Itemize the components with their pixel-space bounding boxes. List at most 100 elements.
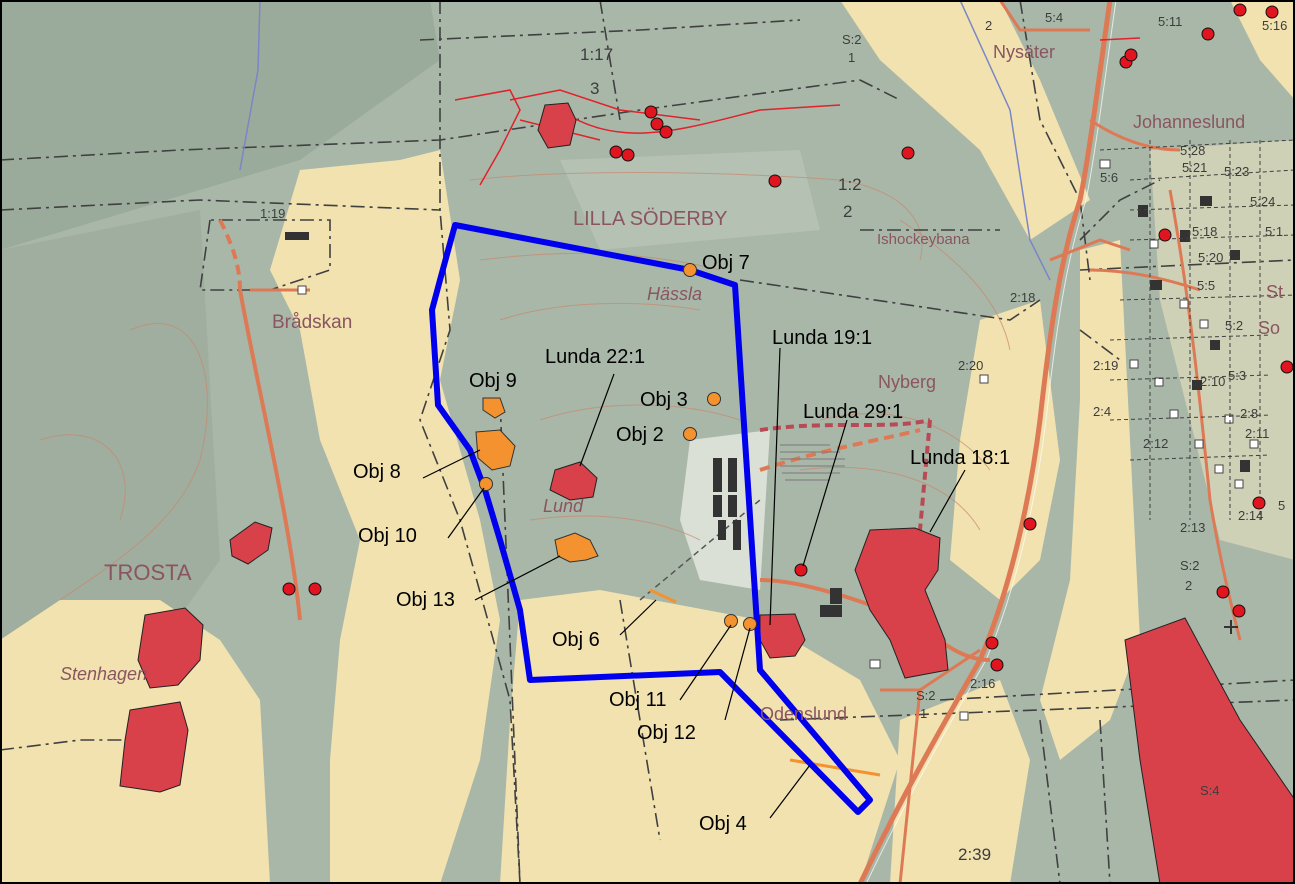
parcel-2-10: 2:10 — [1200, 374, 1225, 389]
site-southeast — [1124, 617, 1295, 884]
leader-obj12 — [724, 627, 751, 721]
label-obj4[interactable]: Obj 4 — [699, 813, 747, 835]
parcel-2-top: 2 — [985, 18, 992, 33]
label-obj11[interactable]: Obj 11 — [609, 689, 666, 711]
leader-obj6 — [619, 599, 657, 636]
field-southeast — [890, 680, 1030, 884]
leader-lunda19 — [769, 347, 781, 626]
label-obj3[interactable]: Obj 3 — [640, 389, 688, 411]
parcel-5-11: 5:11 — [1158, 14, 1182, 29]
site-stenhagen-south — [119, 701, 189, 793]
linear-features-red — [454, 37, 1141, 186]
place-bradskan: Brådskan — [272, 312, 352, 333]
parcel-5-3: 5:3 — [1228, 368, 1246, 383]
obj9-area — [482, 397, 506, 419]
label-lunda-22-1[interactable]: Lunda 22:1 — [545, 346, 645, 368]
label-obj10[interactable]: Obj 10 — [358, 525, 417, 547]
site-trosta — [229, 521, 273, 565]
parcel-5-18: 5:18 — [1192, 224, 1217, 239]
field-northeast — [840, 0, 1090, 240]
label-obj12[interactable]: Obj 12 — [637, 722, 696, 744]
place-lund: Lund — [543, 496, 584, 516]
place-nyberg: Nyberg — [878, 372, 936, 392]
parcel-3: 3 — [590, 79, 599, 98]
field-east — [1040, 240, 1140, 760]
place-so: So — [1258, 318, 1280, 338]
watercourse-line — [239, 0, 261, 171]
parcel-5-20: 5:20 — [1198, 250, 1223, 265]
parcel-s4: S:4 — [1200, 783, 1220, 798]
obj6-line — [649, 588, 677, 604]
place-ishockeybana: Ishockeybana — [877, 231, 970, 248]
parcel-5-21: 5:21 — [1182, 160, 1207, 175]
parcel-2-14: 2:14 — [1238, 508, 1263, 523]
place-hassla: Hässla — [647, 284, 702, 304]
label-obj2[interactable]: Obj 2 — [616, 424, 664, 446]
leader-lunda29 — [802, 419, 848, 567]
leader-obj8 — [422, 449, 481, 479]
forest-dark-area-west — [0, 210, 220, 720]
parcel-2-11: 2:11 — [1245, 426, 1269, 441]
label-lunda-19-1[interactable]: Lunda 19:1 — [772, 327, 872, 349]
buildings — [285, 196, 1250, 617]
site-stenhagen-north — [137, 607, 204, 689]
label-lunda-29-1[interactable]: Lunda 29:1 — [803, 401, 903, 423]
parcel-5-6: 5:6 — [1100, 170, 1118, 185]
new-objects-areas — [475, 397, 599, 563]
leader-obj10 — [447, 487, 485, 539]
place-stenhagen: Stenhagen — [60, 664, 147, 684]
parcel-5-2: 5:2 — [1225, 318, 1243, 333]
parcel-2: 2 — [843, 202, 852, 221]
study-area-boundary[interactable] — [429, 222, 873, 815]
new-objects-points — [479, 263, 757, 631]
footpath — [639, 499, 761, 601]
village-lots — [1099, 139, 1295, 520]
roads — [218, 0, 1242, 884]
place-trosta: TROSTA — [104, 560, 192, 585]
parcel-5: 5 — [1278, 498, 1285, 513]
parcel-1-19: 1:19 — [260, 206, 285, 221]
label-obj13[interactable]: Obj 13 — [396, 589, 455, 611]
label-obj6[interactable]: Obj 6 — [552, 629, 600, 651]
watercourse-line-east — [959, 0, 1051, 281]
obj7-point — [683, 263, 697, 277]
parcel-s2-top: S:2 — [842, 32, 862, 47]
church-cross-icon — [1224, 620, 1238, 634]
trail-dashed-2 — [918, 419, 932, 531]
red-points — [282, 3, 1294, 672]
parcel-2-20: 2:20 — [958, 358, 983, 373]
leader-obj4 — [769, 764, 811, 819]
obj13-area — [554, 532, 599, 563]
leader-obj13 — [474, 555, 561, 601]
leader-lines — [422, 347, 966, 819]
leader-lunda22 — [579, 373, 615, 467]
parcel-s2-bottom-1: 1 — [920, 706, 927, 721]
parcel-5-5: 5:5 — [1197, 278, 1215, 293]
field-northeast-corner — [1230, 0, 1295, 100]
label-lunda-18-1[interactable]: Lunda 18:1 — [910, 447, 1010, 469]
ancient-sites — [119, 102, 1295, 884]
parcel-1-17: 1:17 — [580, 45, 613, 64]
trail-dashed — [759, 418, 931, 432]
parcel-5-4: 5:4 — [1045, 10, 1063, 25]
label-obj8[interactable]: Obj 8 — [353, 461, 401, 483]
label-obj7[interactable]: Obj 7 — [702, 252, 750, 274]
parcel-5-28: 5:28 — [1180, 143, 1205, 158]
obj3-point — [707, 392, 721, 406]
parcel-5-1: 5:1 — [1265, 224, 1283, 239]
label-obj9[interactable]: Obj 9 — [469, 370, 517, 392]
field-south — [500, 590, 900, 884]
parcel-s2-right-2: 2 — [1185, 578, 1192, 593]
parcel-2-12: 2:12 — [1143, 436, 1168, 451]
parcel-5-23: 5:23 — [1224, 164, 1249, 179]
site-lunda-18-1 — [854, 527, 949, 679]
site-north — [537, 102, 577, 149]
parcel-5-16: 5:16 — [1262, 18, 1287, 33]
obj10-point — [479, 477, 493, 491]
parcel-s2-right: S:2 — [1180, 558, 1200, 573]
leader-obj11 — [679, 624, 732, 701]
obj2-point — [683, 427, 697, 441]
